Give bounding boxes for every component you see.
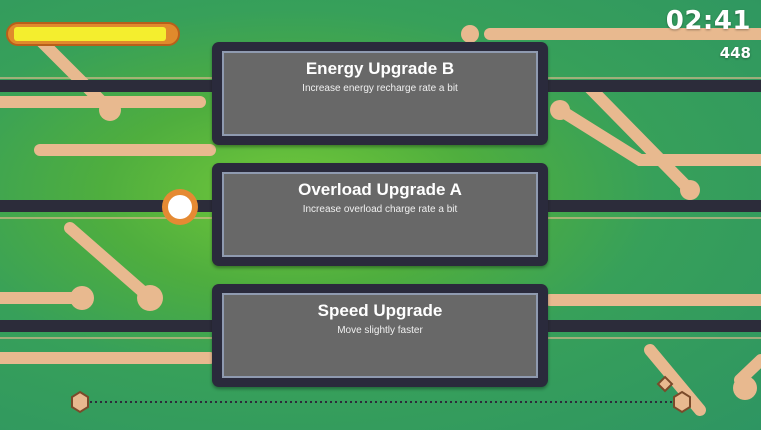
upgrade-description: Move slightly faster (337, 325, 423, 336)
upgrade-title: Speed Upgrade (317, 301, 443, 320)
player-orb-core (168, 195, 192, 219)
score-counter: 448 (719, 44, 751, 62)
upgrade-card-overload[interactable]: Overload Upgrade A Increase overload cha… (212, 163, 548, 266)
progress-marker (656, 375, 674, 393)
upgrade-card-face: Energy Upgrade B Increase energy recharg… (222, 51, 538, 136)
upgrade-title: Energy Upgrade B (305, 59, 455, 78)
upgrade-card-face: Speed Upgrade Move slightly faster (222, 293, 538, 378)
progress-end-node (673, 390, 691, 414)
progress-start-node (71, 390, 89, 414)
upgrade-description: Increase overload charge rate a bit (302, 204, 458, 215)
energy-bar (6, 22, 180, 46)
upgrade-title: Overload Upgrade A (298, 180, 462, 199)
upgrade-card-energy[interactable]: Energy Upgrade B Increase energy recharg… (212, 42, 548, 145)
upgrade-description: Increase energy recharge rate a bit (302, 83, 458, 94)
player-orb (162, 189, 198, 225)
level-progress-track (71, 375, 691, 414)
energy-bar-fill (14, 27, 166, 41)
countdown-timer: 02:41 (665, 6, 751, 36)
upgrade-card-face: Overload Upgrade A Increase overload cha… (222, 172, 538, 257)
upgrade-card-speed[interactable]: Speed Upgrade Move slightly faster (212, 284, 548, 387)
